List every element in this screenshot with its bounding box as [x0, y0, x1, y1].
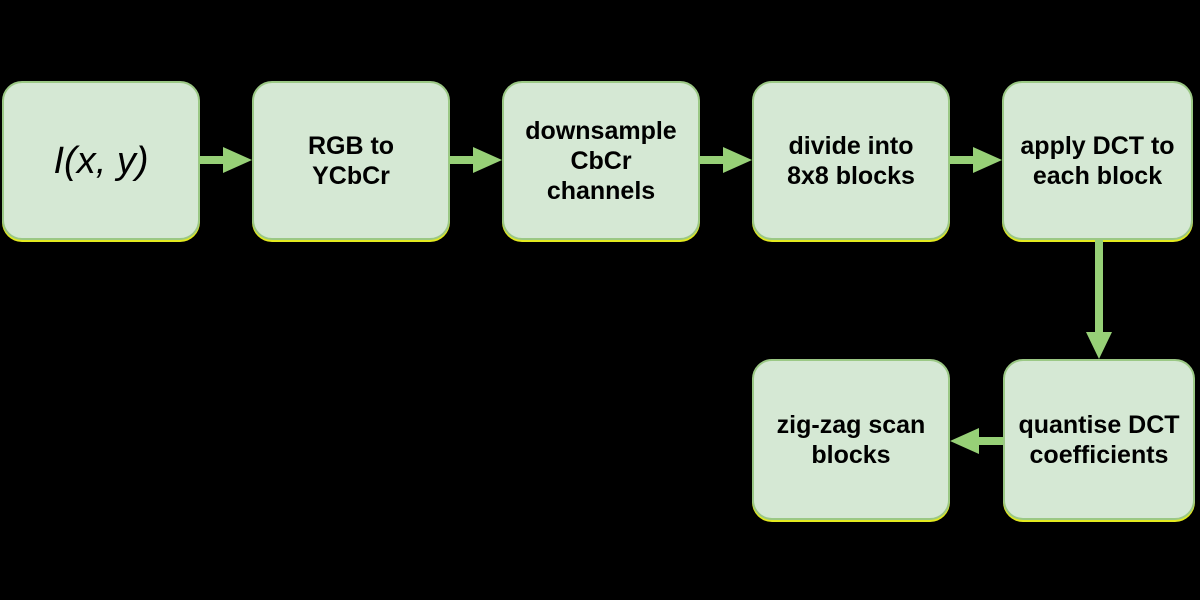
flow-arrow-right-icon: [699, 147, 752, 173]
node-label: divide into 8x8 blocks: [787, 131, 915, 190]
node-label: RGB to YCbCr: [307, 131, 395, 190]
node-label: downsample CbCr channels: [525, 116, 677, 205]
node-divide-8x8-blocks: divide into 8x8 blocks: [752, 81, 950, 240]
flow-arrow-left-icon: [950, 428, 1003, 454]
flow-arrow-right-icon: [449, 147, 502, 173]
node-rgb-to-ycbcr: RGB to YCbCr: [252, 81, 450, 240]
node-label: apply DCT to each block: [1020, 131, 1175, 190]
node-zigzag-scan: zig-zag scan blocks: [752, 359, 950, 520]
node-quantise-dct: quantise DCT coefficients: [1003, 359, 1195, 520]
flow-arrow-right-icon: [199, 147, 252, 173]
node-label: I(x, y): [53, 139, 149, 182]
node-input-image: I(x, y): [2, 81, 200, 240]
node-label: zig-zag scan blocks: [776, 410, 926, 469]
node-downsample-cbcr: downsample CbCr channels: [502, 81, 700, 240]
flow-arrow-down-icon: [1086, 240, 1112, 359]
node-apply-dct: apply DCT to each block: [1002, 81, 1193, 240]
node-label: quantise DCT coefficients: [1018, 410, 1180, 469]
flow-arrow-right-icon: [949, 147, 1002, 173]
